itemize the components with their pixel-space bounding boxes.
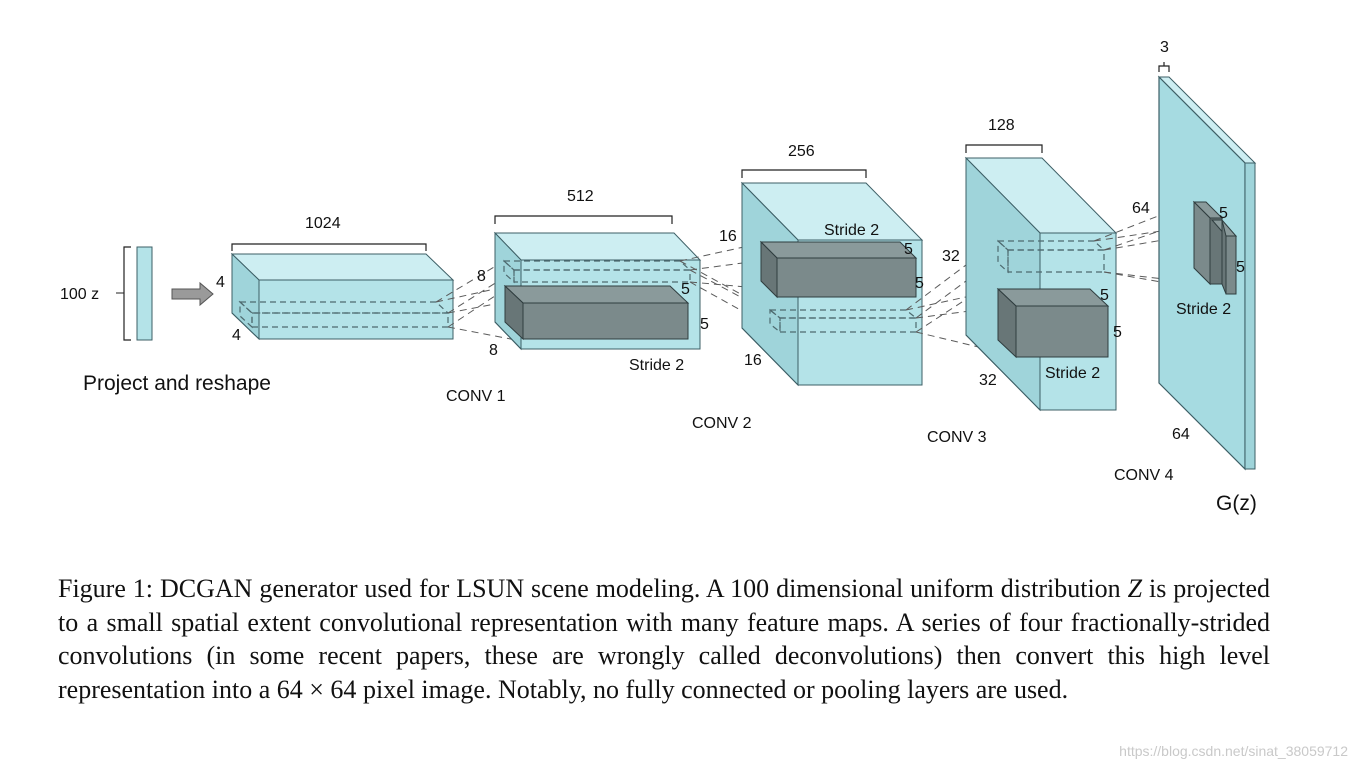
figure-caption: Figure 1: DCGAN generator used for LSUN … [58,572,1270,706]
conv3-volume [964,156,1118,412]
conv1-depth-brace [494,215,673,224]
conv3-depth-brace [965,144,1043,153]
input-vector: 100 z [60,246,153,341]
arrow-right-icon [171,281,214,307]
conv3-kernel-label-1: 5 [1100,287,1109,304]
dcgan-generator-diagram: 100 z Project and reshape 1024 4 4 [60,39,1257,515]
conv2-height-label: 16 [719,228,737,245]
watermark: https://blog.csdn.net/sinat_38059712 [1119,743,1348,759]
caption-part-3: pixel image. Notably, no fully connected… [356,674,1069,704]
conv4-name-label: CONV 4 [1114,467,1174,484]
conv3-width-label: 32 [979,372,997,389]
caption-math-size: 64 × 64 [276,674,357,704]
conv3-name-label: CONV 3 [927,429,987,446]
caption-symbol-z: Z [1127,574,1143,603]
caption-part-1: Figure 1: DCGAN generator used for LSUN … [58,574,1128,603]
conv3-kernel-label-2: 5 [1113,324,1122,341]
conv4-depth-label: 3 [1160,39,1169,56]
conv2-depth-label: 256 [788,143,815,160]
block1-depth-brace [231,243,427,251]
input-dim-label: 100 z [60,286,99,303]
conv3-stride-label: Stride 2 [1045,365,1100,382]
conv2-depth-brace [741,169,867,178]
conv4-width-label: 64 [1172,426,1190,443]
conv4-kernel-label-1: 5 [1219,205,1228,222]
block1-volume [230,252,455,341]
caption-part-2: is projected to a small spatial extent c… [58,574,1270,704]
conv2-kernel-label-1: 5 [904,241,913,258]
conv2-kernel-label-2: 5 [915,275,924,292]
conv1-width-label: 8 [489,342,498,359]
conv1-depth-label: 512 [567,188,594,205]
conv1-stride-label: Stride 2 [629,357,684,374]
output-label: G(z) [1216,492,1257,515]
conv2-volume [740,181,924,387]
conv4-depth-brace [1158,62,1170,72]
conv2-name-label: CONV 2 [692,415,752,432]
conv1-kernel-label-2: 5 [700,316,709,333]
block1-width-label: 4 [232,327,241,344]
project-reshape-label: Project and reshape [83,372,271,395]
conv1-height-label: 8 [477,268,486,285]
projection-lines-1 [435,260,517,341]
conv4-stride-label: Stride 2 [1176,301,1231,318]
conv1-volume [493,231,702,351]
conv1-name-label: CONV 1 [446,388,506,405]
conv3-depth-label: 128 [988,117,1015,134]
block1-depth-label: 1024 [305,215,341,232]
conv3-height-label: 32 [942,248,960,265]
conv4-volume [1157,75,1257,471]
conv2-stride-label: Stride 2 [824,222,879,239]
block1-height-label: 4 [216,274,225,291]
conv1-kernel-label-1: 5 [681,281,690,298]
conv4-kernel-label-2: 5 [1236,259,1245,276]
conv2-width-label: 16 [744,352,762,369]
conv4-height-label: 64 [1132,200,1150,217]
